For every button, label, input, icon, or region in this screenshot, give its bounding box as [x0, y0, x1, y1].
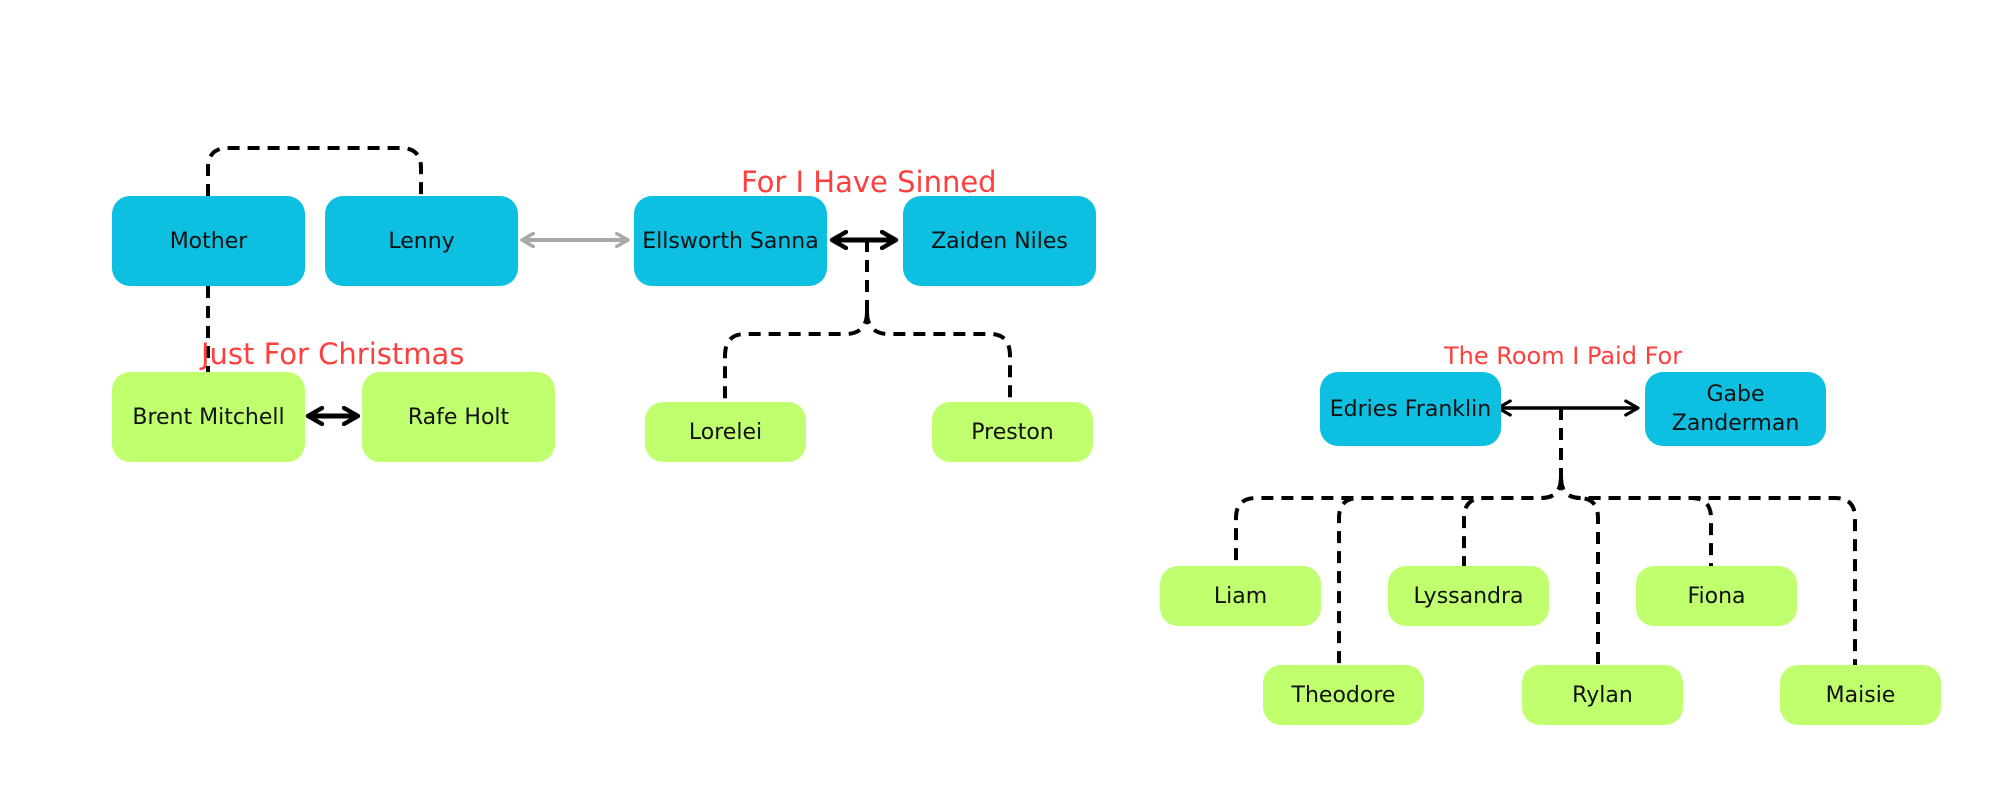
connector-couple2-to-lorelei [723, 311, 869, 402]
node-lorelei[interactable]: Lorelei [645, 402, 806, 462]
connector-couple3-to-liam [1234, 477, 1563, 566]
connector-couple2-to-preston [865, 311, 1012, 402]
node-edries-franklin-label: Edries Franklin [1329, 396, 1492, 422]
node-rafe-holt-label: Rafe Holt [407, 404, 510, 430]
node-lenny-struck-label: Lenny [388, 227, 454, 256]
node-liam-label: Liam [1213, 583, 1268, 609]
node-preston-label: Preston [971, 419, 1054, 445]
node-rylan-label: Rylan [1572, 682, 1633, 708]
node-maisie-label: Maisie [1825, 682, 1896, 708]
node-theodore[interactable]: Theodore [1263, 665, 1424, 725]
node-lyssandra[interactable]: Lyssandra [1388, 566, 1549, 626]
node-maisie[interactable]: Maisie [1780, 665, 1941, 725]
node-zaiden-niles[interactable]: Zaiden Niles [903, 196, 1096, 286]
node-fiona-label: Fiona [1687, 583, 1746, 609]
node-lenny-label: Lenny [388, 228, 455, 254]
connector-couple3-to-lyssandra [1462, 477, 1563, 566]
node-lorelei-label: Lorelei [688, 419, 763, 445]
node-zaiden-niles-label: Zaiden Niles [931, 228, 1068, 254]
connector-mother-lenny-bracket [206, 146, 423, 196]
node-fiona[interactable]: Fiona [1636, 566, 1797, 626]
node-rylan[interactable]: Rylan [1522, 665, 1683, 725]
node-theodore-label: Theodore [1291, 682, 1396, 708]
node-ellsworth-sanna-label: Ellsworth Sanna [642, 228, 819, 254]
node-ellsworth-sanna[interactable]: Ellsworth Sanna [634, 196, 827, 286]
node-rafe-holt[interactable]: Rafe Holt [362, 372, 555, 462]
node-gabe-zanderman[interactable]: Gabe Zanderman [1645, 372, 1826, 446]
node-brent-mitchell-label: Brent Mitchell [132, 404, 285, 430]
caption-for-i-have-sinned: For I Have Sinned [741, 165, 997, 199]
node-mother-label: Mother [169, 228, 248, 254]
node-mother[interactable]: Mother [112, 196, 305, 286]
node-edries-franklin[interactable]: Edries Franklin [1320, 372, 1501, 446]
node-brent-mitchell[interactable]: Brent Mitchell [112, 372, 305, 462]
connector-couple3-to-fiona [1559, 477, 1713, 566]
connector-couple3-to-rylan [1559, 477, 1600, 665]
node-liam[interactable]: Liam [1160, 566, 1321, 626]
node-lyssandra-label: Lyssandra [1413, 583, 1524, 609]
node-preston[interactable]: Preston [932, 402, 1093, 462]
node-lenny[interactable]: Lenny [325, 196, 518, 286]
caption-just-for-christmas: Just For Christmas [201, 337, 465, 371]
node-gabe-zanderman-label: Gabe Zanderman [1671, 382, 1800, 436]
caption-the-room-i-paid-for: The Room I Paid For [1444, 342, 1683, 370]
